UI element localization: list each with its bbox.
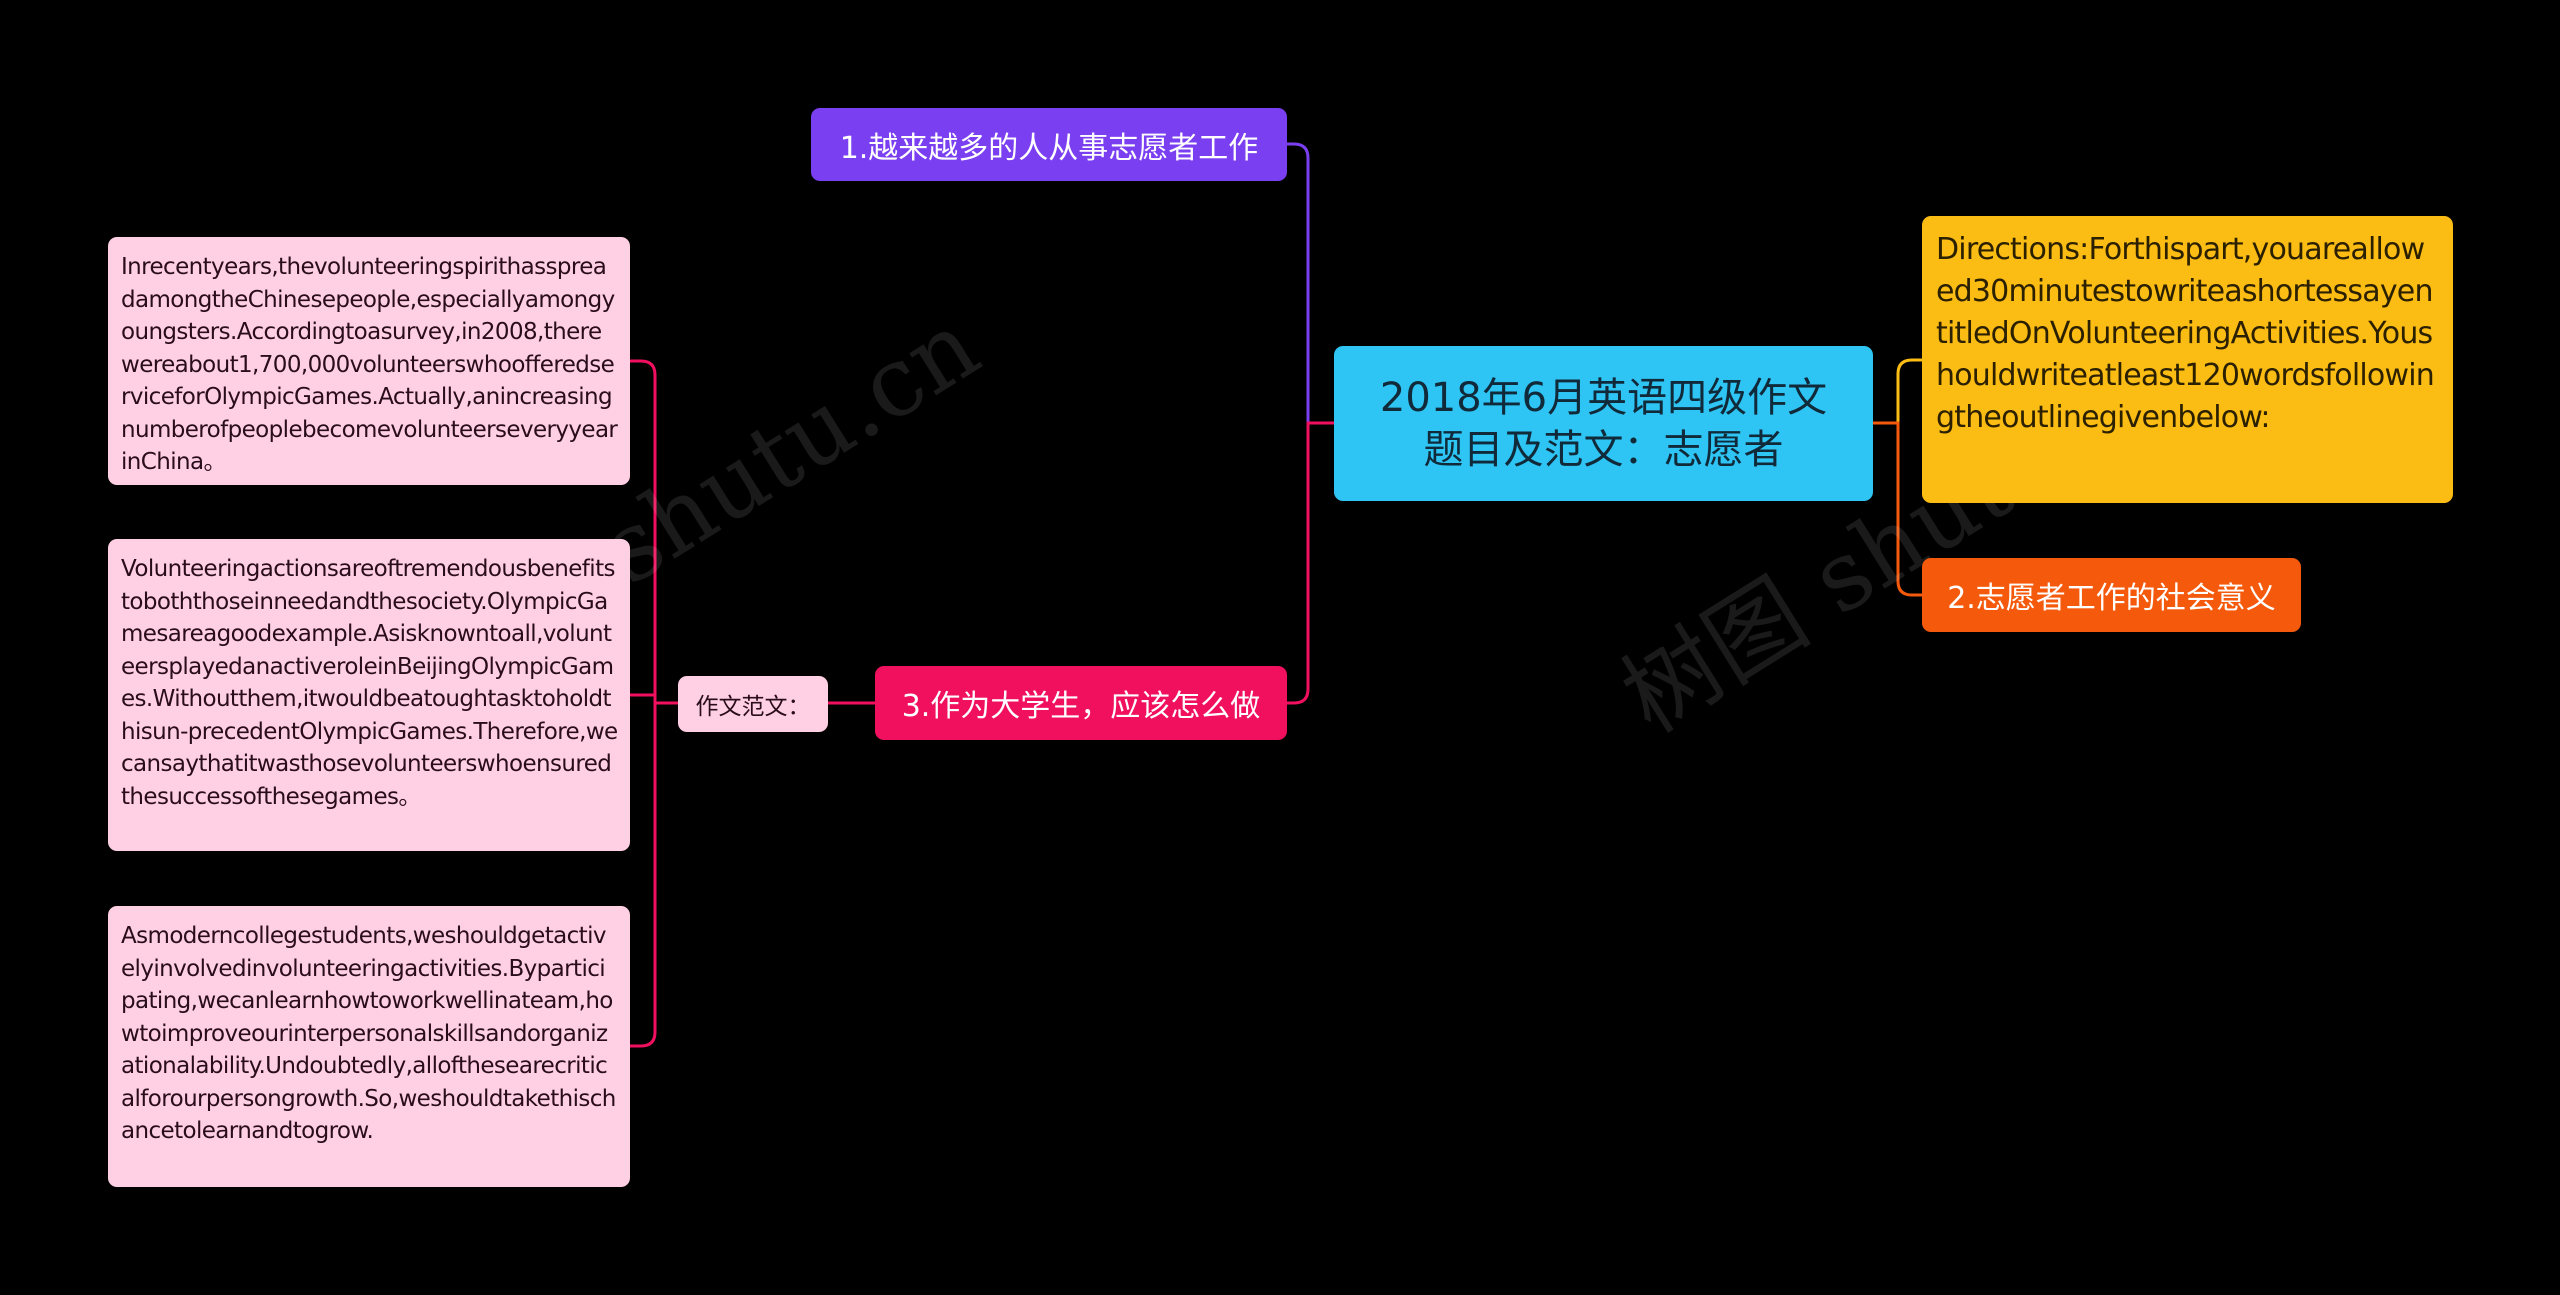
connector-root-b1: [1287, 142, 1334, 425]
connector-root-directions: [1873, 358, 1922, 425]
branch-node-2-label: 2.志愿者工作的社会意义: [1947, 581, 2276, 616]
connector-root-b3: [1287, 421, 1334, 705]
sample-paragraph-text: Inrecentyears,thevolunteeringspirithassp…: [121, 254, 618, 475]
root-title: 2018年6月英语四级作文题目及范文：志愿者: [1379, 374, 1828, 473]
sample-label: 作文范文：: [695, 694, 811, 720]
connector-root-b2: [1873, 421, 1922, 597]
sample-paragraph-text: Volunteeringactionsareoftremendousbenefi…: [121, 556, 618, 810]
sample-label-node[interactable]: 作文范文：: [678, 676, 828, 732]
branch-node-2[interactable]: 2.志愿者工作的社会意义: [1922, 558, 2301, 632]
connector-label-boxes: [630, 359, 678, 1048]
branch-node-3-label: 3.作为大学生，应该怎么做: [901, 689, 1261, 724]
directions-text: Directions:Forthispart,youareallowed30mi…: [1936, 232, 2435, 435]
branch-node-1[interactable]: 1.越来越多的人从事志愿者工作: [811, 108, 1287, 181]
sample-paragraph-3[interactable]: Asmoderncollegestudents,weshouldgetactiv…: [108, 906, 630, 1187]
branch-node-1-label: 1.越来越多的人从事志愿者工作: [839, 130, 1259, 166]
branch-node-3[interactable]: 3.作为大学生，应该怎么做: [875, 666, 1287, 740]
sample-paragraph-2[interactable]: Volunteeringactionsareoftremendousbenefi…: [108, 539, 630, 851]
root-node[interactable]: 2018年6月英语四级作文题目及范文：志愿者: [1334, 346, 1873, 501]
sample-paragraph-text: Asmoderncollegestudents,weshouldgetactiv…: [121, 923, 616, 1144]
sample-paragraph-1[interactable]: Inrecentyears,thevolunteeringspirithassp…: [108, 237, 630, 485]
directions-node[interactable]: Directions:Forthispart,youareallowed30mi…: [1922, 216, 2453, 503]
